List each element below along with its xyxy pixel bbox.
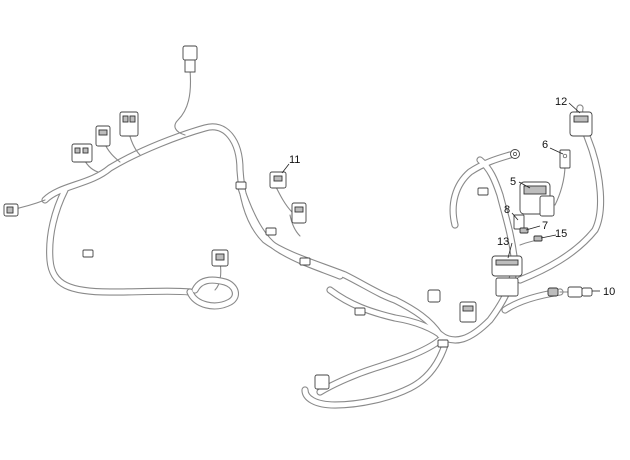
callout-11: 11 [289, 154, 300, 166]
callout-6: 6 [542, 139, 548, 151]
center-plug [427, 289, 441, 303]
ring-terminal [510, 149, 520, 159]
connector-11-part [269, 171, 287, 189]
part-7-fuse [519, 227, 529, 234]
lower-left-connector [211, 249, 229, 267]
part-13-fuse-holder [491, 255, 523, 297]
callout-10: 10 [603, 286, 615, 298]
main-harness-trunk [41, 104, 605, 409]
center-right-connector [459, 301, 477, 323]
callout-15: 15 [555, 228, 567, 240]
top-plug-connector [182, 45, 198, 73]
callout-leader-lines [281, 102, 600, 292]
bottom-loop-connector [314, 374, 330, 390]
harness-clips [82, 181, 489, 348]
callout-8: 8 [504, 204, 510, 216]
left-end-plug [3, 203, 19, 217]
mid-connector-pair [291, 202, 307, 224]
part-6-terminal [559, 149, 571, 169]
part-10-inline-connector [547, 286, 593, 298]
callout-labels: 12 6 5 8 7 15 13 10 11 [289, 96, 615, 298]
part-12-fuse-box [569, 111, 593, 137]
part-15-fuse [533, 235, 543, 242]
relay-connector-cluster [71, 111, 139, 163]
callout-12: 12 [555, 96, 567, 108]
callout-5: 5 [510, 176, 516, 188]
callout-13: 13 [497, 236, 509, 248]
part-5-relay [519, 181, 555, 217]
callout-7: 7 [542, 220, 548, 232]
lower-left-loop [186, 276, 240, 310]
